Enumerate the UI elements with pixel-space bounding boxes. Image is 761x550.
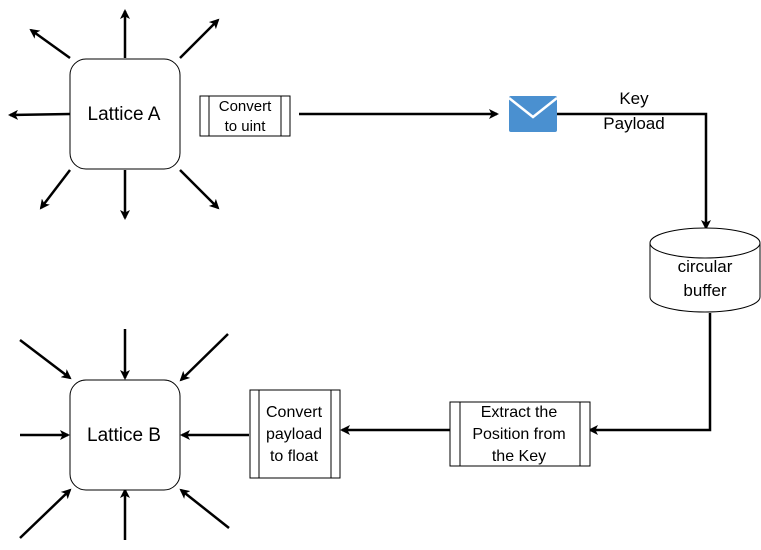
circular-buffer-node: circular buffer	[649, 227, 761, 313]
convert-uint-line-2: to uint	[225, 118, 267, 135]
envelope-flap	[508, 97, 558, 119]
extract-process: Extract the Position from the Key	[449, 401, 591, 467]
lattice-b-arrow-from-bottom-right	[179, 488, 230, 529]
lattice-a-arrow-up-right	[179, 18, 220, 59]
lattice-b-arrow-from-top-right	[179, 333, 229, 382]
envelope-icon	[508, 96, 558, 132]
buffer-cylinder-body	[649, 243, 761, 313]
lattice-a-arrow-down-left	[39, 169, 71, 210]
extract-line-3: the Key	[492, 448, 546, 465]
extract-box	[449, 401, 591, 467]
buffer-cylinder-top	[649, 227, 761, 259]
connector-message-to-buffer	[557, 112, 711, 230]
lattice-a-label: Lattice A	[88, 104, 161, 125]
message-payload-label: Payload	[603, 114, 664, 133]
extract-line-2: Position from	[472, 426, 565, 443]
lattice-b-label: Lattice B	[87, 425, 161, 446]
lattice-a-box	[69, 58, 181, 170]
message-node: Key Payload	[508, 89, 665, 133]
lattice-b-node: Lattice B	[69, 379, 181, 491]
convert-float-line-3: to float	[270, 448, 319, 465]
lattice-a-arrow-left	[8, 109, 71, 120]
convert-float-line-1: Convert	[266, 404, 323, 421]
convert-uint-box	[199, 95, 291, 137]
lattice-a-arrow-up-left	[29, 28, 71, 60]
lattice-a-arrow-down-right	[179, 169, 220, 210]
lattice-b-box	[69, 379, 181, 491]
convert-float-box	[249, 389, 341, 479]
convert-float-process: Convert payload to float	[249, 389, 341, 479]
lattice-a-radial-arrows	[8, 9, 220, 220]
convert-float-line-2: payload	[266, 426, 322, 443]
convert-uint-process: Convert to uint	[199, 95, 291, 137]
envelope-body	[509, 96, 557, 132]
buffer-label-line-1: circular	[678, 257, 733, 276]
message-key-label: Key	[619, 89, 649, 108]
lattice-b-radial-arrows	[19, 329, 230, 540]
flow-connectors	[180, 109, 712, 440]
extract-line-1: Extract the	[481, 404, 558, 421]
connector-buffer-to-extract	[588, 313, 712, 435]
lattice-b-arrow-from-bottom-left	[19, 488, 72, 539]
lattice-a-node: Lattice A	[69, 58, 181, 170]
lattice-b-arrow-from-top-left	[19, 339, 72, 380]
buffer-label-line-2: buffer	[683, 281, 727, 300]
convert-uint-line-1: Convert	[219, 98, 272, 115]
